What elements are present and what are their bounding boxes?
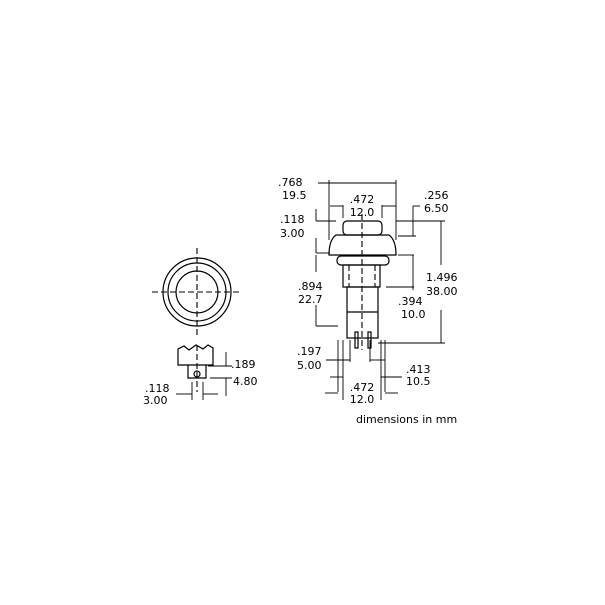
label-body-width-mm: 10.5: [406, 375, 431, 388]
label-thread-length-in: .394: [398, 295, 423, 308]
terminal-detail: [176, 344, 232, 400]
label-thread-diameter-in: .472: [350, 381, 375, 394]
label-body-width-in: .413: [406, 363, 431, 376]
label-terminal-length-in: .189: [231, 358, 256, 371]
label-terminal-width-in: .118: [145, 382, 170, 395]
label-cap-height-mm: 3.00: [280, 227, 305, 240]
pin-right: [367, 331, 372, 349]
dimension-labels: .768 19.5 .472 12.0 .256 6.50 .118 3.00 …: [143, 176, 458, 426]
label-overall-diameter-mm: 19.5: [282, 189, 307, 202]
label-terminal-length-mm: 4.80: [233, 375, 258, 388]
pin-left: [354, 331, 359, 349]
label-body-length-in: .894: [298, 280, 323, 293]
label-cap-to-bezel-mm: 6.50: [424, 202, 449, 215]
units-note: dimensions in mm: [356, 413, 457, 426]
label-terminal-width-mm: 3.00: [143, 394, 168, 407]
label-thread-diameter-mm: 12.0: [350, 393, 375, 406]
nut: [336, 255, 390, 266]
bezel: [328, 234, 397, 256]
label-thread-length-mm: 10.0: [401, 308, 426, 321]
front-view: [152, 248, 242, 336]
label-overall-height-mm: 38.00: [426, 285, 458, 298]
label-overall-diameter-in: .768: [278, 176, 303, 189]
label-pin-spacing-mm: 5.00: [297, 359, 322, 372]
label-overall-height-in: 1.496: [426, 271, 458, 284]
terminal-body: [177, 344, 214, 366]
side-view: [315, 180, 445, 400]
label-cap-diameter-mm: 12.0: [350, 206, 375, 219]
label-body-length-mm: 22.7: [298, 293, 323, 306]
label-pin-spacing-in: .197: [297, 345, 322, 358]
label-cap-diameter-in: .472: [350, 193, 375, 206]
label-cap-to-bezel-in: .256: [424, 189, 449, 202]
label-cap-height-in: .118: [280, 213, 305, 226]
